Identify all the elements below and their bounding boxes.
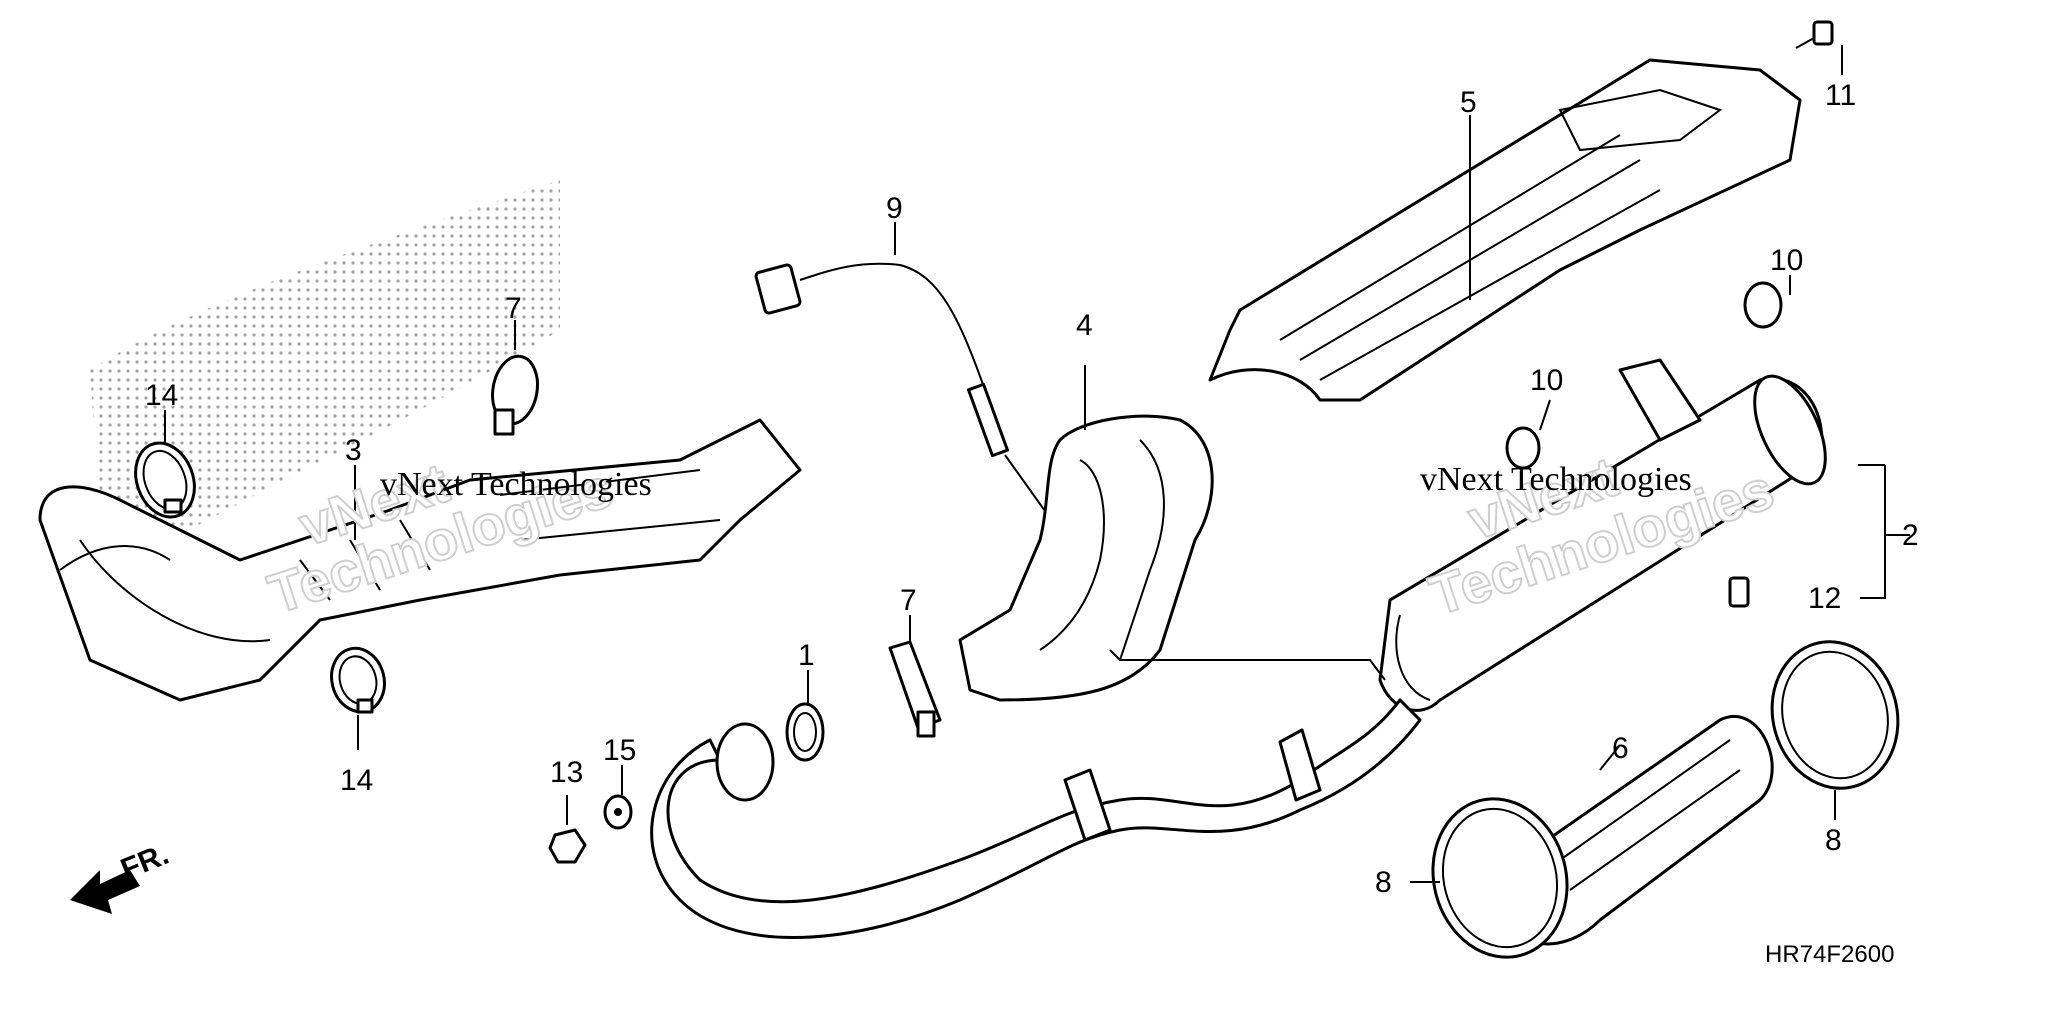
bolt-part-12[interactable] (1728, 576, 1750, 608)
callout-6: 6 (1612, 732, 1629, 765)
band-clamp-part-7-lower[interactable] (888, 640, 942, 738)
callout-14-lower: 14 (340, 764, 373, 797)
callout-5: 5 (1460, 86, 1477, 119)
hose-clamp-part-14-upper[interactable] (126, 435, 205, 526)
leader-lines (164, 45, 1910, 883)
watermark-text-right: vNext Technologies (1420, 461, 1692, 498)
frame-shading (90, 180, 560, 540)
hose-clamp-part-14-lower[interactable] (325, 642, 392, 717)
callout-7-lower: 7 (900, 584, 917, 617)
callout-labels: 1 2 3 4 5 6 7 7 8 8 9 10 10 11 12 13 14 … (145, 79, 1919, 899)
callout-9: 9 (886, 192, 903, 225)
callout-15: 15 (603, 734, 636, 767)
callout-8-right: 8 (1825, 824, 1842, 857)
muffler-band-part-8-left[interactable] (1416, 784, 1585, 973)
callout-4: 4 (1076, 309, 1093, 342)
exhaust-pipe-cover-part-4[interactable] (958, 414, 1214, 702)
callout-11: 11 (1825, 79, 1856, 112)
callout-13: 13 (550, 756, 583, 789)
drawing-code: HR74F2600 (1765, 941, 1894, 968)
exhaust-pipe[interactable] (650, 698, 1422, 939)
watermark-text-left: vNext Technologies (380, 466, 652, 503)
exhaust-flange (715, 722, 775, 802)
callout-7-upper: 7 (505, 292, 522, 325)
callout-3: 3 (345, 434, 362, 467)
band-clamp-part-7-upper[interactable] (487, 353, 542, 436)
exhaust-pipe-protector-part-3[interactable] (38, 418, 802, 702)
callout-10-lower: 10 (1530, 364, 1563, 397)
bolt-part-11[interactable] (1795, 20, 1834, 49)
washer-part-15[interactable] (603, 794, 633, 830)
muffler-band-part-8-right[interactable] (1756, 627, 1914, 802)
callout-8-left: 8 (1375, 866, 1392, 899)
nut-part-13[interactable] (548, 828, 587, 864)
callout-10-upper: 10 (1770, 244, 1803, 277)
oxygen-sensor-part-9[interactable] (754, 262, 1081, 561)
muffler-protector-part-5[interactable] (1208, 58, 1802, 402)
grommet-part-10-lower[interactable] (1505, 426, 1541, 470)
grommet-part-10-upper[interactable] (1743, 281, 1783, 329)
callout-14-upper: 14 (145, 379, 178, 412)
muffler-part-2[interactable] (1378, 358, 1840, 712)
callout-1: 1 (798, 639, 815, 672)
callout-2: 2 (1902, 519, 1919, 552)
gasket-part-1[interactable] (785, 702, 825, 762)
callout-12: 12 (1808, 582, 1841, 615)
front-direction-arrow: FR. (70, 838, 173, 914)
front-label: FR. (116, 838, 173, 887)
